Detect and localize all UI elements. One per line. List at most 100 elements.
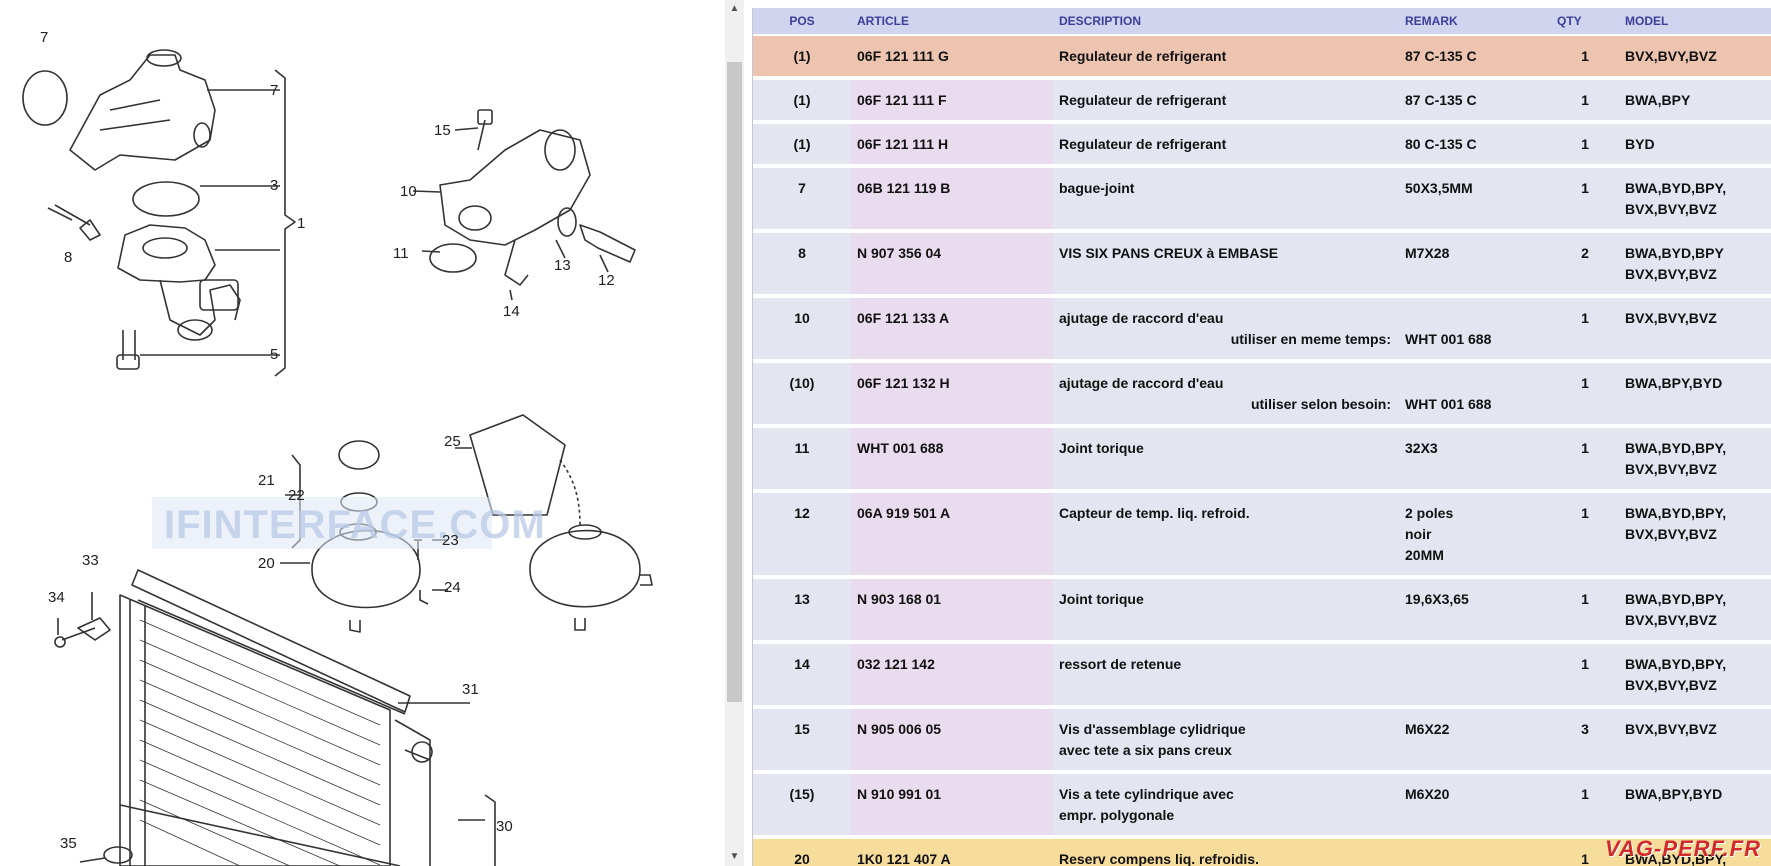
cell-article[interactable]: 06B 121 119 B (851, 168, 1053, 233)
retaining-spring-14 (504, 239, 529, 286)
bolt-5 (116, 354, 140, 370)
cell-article[interactable]: 06F 121 132 H (851, 363, 1053, 428)
description-line: ajutage de raccord d'eau (1059, 375, 1224, 391)
callout-24: 24 (444, 579, 461, 596)
remark-line: 19,6X3,65 (1405, 591, 1469, 607)
remark-line (1405, 654, 1545, 675)
remark-line: 50X3,5MM (1405, 180, 1473, 196)
cell-model: BVX,BVY,BVZ (1619, 298, 1771, 363)
header-article[interactable]: ARTICLE (851, 8, 1053, 36)
cell-model: BVX,BVY,BVZ (1619, 709, 1771, 774)
model-line: BVX,BVY,BVZ (1625, 266, 1717, 282)
cell-remark: 87 C-135 C (1399, 36, 1551, 80)
scroll-down-arrow-icon[interactable]: ▼ (729, 851, 740, 862)
description-line: VIS SIX PANS CREUX à EMBASE (1059, 245, 1279, 261)
cell-qty: 2 (1551, 233, 1619, 298)
header-model[interactable]: MODEL (1619, 8, 1771, 36)
model-line: BWA,BYD,BPY, (1625, 851, 1727, 866)
description-line: Joint torique (1059, 440, 1144, 456)
callout-7b: 7 (270, 82, 278, 99)
scrollbar-thumb[interactable] (727, 62, 742, 702)
cell-model: BWA,BPY,BYD (1619, 774, 1771, 839)
cell-qty: 3 (1551, 709, 1619, 774)
cell-description: Reserv compens liq. refroidis. (1053, 839, 1399, 866)
model-line: BWA,BYD,BPY, (1625, 505, 1727, 521)
site-logo: VAG-PERF.FR (1604, 836, 1761, 861)
usage-note: utiliser selon besoin: (1250, 396, 1391, 412)
header-pos[interactable]: POS (753, 8, 851, 36)
cell-pos: 12 (753, 493, 851, 579)
cell-description: Regulateur de refrigerant (1053, 80, 1399, 124)
cell-pos: (1) (753, 124, 851, 168)
model-line: BVX,BVY,BVZ (1625, 677, 1717, 693)
callout-1: 1 (297, 215, 305, 232)
cell-remark: M7X28 (1399, 233, 1551, 298)
cell-article[interactable]: 032 121 142 (851, 644, 1053, 709)
cell-article[interactable]: N 907 356 04 (851, 233, 1053, 298)
o-ring-11 (429, 243, 477, 273)
cell-article[interactable]: 06F 121 111 G (851, 36, 1053, 80)
cell-pos: (1) (753, 36, 851, 80)
bracket-33 (61, 617, 111, 641)
remark-line: M6X20 (1405, 786, 1450, 802)
header-qty[interactable]: QTY (1551, 8, 1619, 36)
cell-article[interactable]: N 903 168 01 (851, 579, 1053, 644)
o-ring-13 (557, 207, 577, 237)
cell-model: BVX,BVY,BVZ (1619, 36, 1771, 80)
callout-35: 35 (60, 835, 77, 852)
cell-qty: 1 (1551, 428, 1619, 493)
cell-remark: 80 C-135 C (1399, 124, 1551, 168)
cell-article[interactable]: 06F 121 111 H (851, 124, 1053, 168)
usage-note: utiliser en meme temps: (1230, 331, 1391, 347)
header-description[interactable]: DESCRIPTION (1053, 8, 1399, 36)
description-line: Regulateur de refrigerant (1059, 92, 1227, 108)
header-remark[interactable]: REMARK (1399, 8, 1551, 36)
cell-model: BWA,BYD,BPY,BVX,BVY,BVZ (1619, 579, 1771, 644)
radiator-trim-31 (131, 569, 411, 713)
cell-description: VIS SIX PANS CREUX à EMBASE (1053, 233, 1399, 298)
thermostat-flange (117, 224, 216, 283)
cell-qty: 1 (1551, 579, 1619, 644)
remark-line (1405, 373, 1545, 394)
cell-article[interactable]: 06A 919 501 A (851, 493, 1053, 579)
cell-model: BWA,BPY,BYD (1619, 363, 1771, 428)
cell-article[interactable]: 1K0 121 407 A (851, 839, 1053, 866)
model-line: BVX,BVY,BVZ (1625, 201, 1717, 217)
bolt-8 (54, 204, 101, 241)
cell-remark (1399, 644, 1551, 709)
model-line: BWA,BPY,BYD (1625, 375, 1723, 391)
cell-article[interactable]: 06F 121 133 A (851, 298, 1053, 363)
callout-13: 13 (554, 257, 571, 274)
thermostat-housing (69, 54, 216, 171)
cell-remark (1399, 839, 1551, 866)
cell-model: BWA,BPY (1619, 80, 1771, 124)
cell-qty: 1 (1551, 363, 1619, 428)
table-row[interactable]: (1)06F 121 111 H Regulateur de refrigeran… (753, 124, 1771, 168)
cell-description: Regulateur de refrigerant (1053, 36, 1399, 80)
cell-description: bague-joint (1053, 168, 1399, 233)
cell-article[interactable]: N 905 006 05 (851, 709, 1053, 774)
cell-article[interactable]: N 910 991 01 (851, 774, 1053, 839)
scroll-up-arrow-icon[interactable]: ▲ (729, 3, 740, 14)
o-ring-7 (22, 70, 68, 126)
cell-remark: M6X22 (1399, 709, 1551, 774)
cell-article[interactable]: WHT 001 688 (851, 428, 1053, 493)
model-line: BWA,BPY,BYD (1625, 786, 1723, 802)
cell-article[interactable]: 06F 121 111 F (851, 80, 1053, 124)
description-line: Regulateur de refrigerant (1059, 136, 1227, 152)
